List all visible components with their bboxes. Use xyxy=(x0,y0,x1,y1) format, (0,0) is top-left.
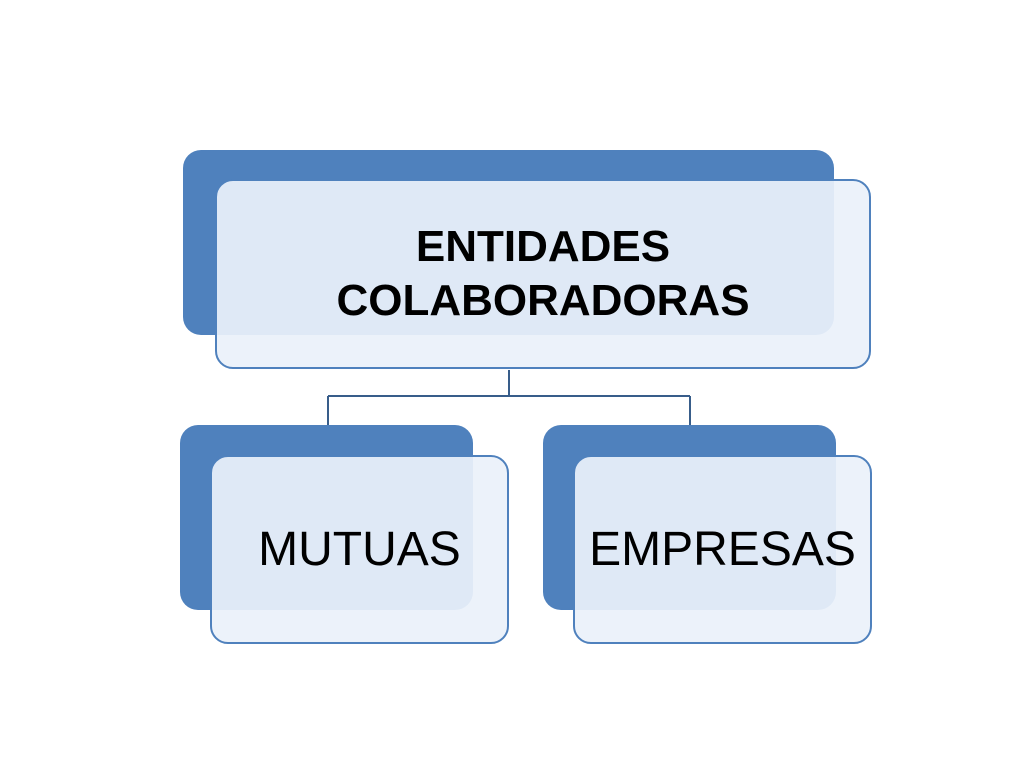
child-node-mutuas-box: MUTUAS xyxy=(210,455,509,644)
root-node-box: ENTIDADES COLABORADORAS xyxy=(215,179,871,369)
child-node-empresas-label: EMPRESAS xyxy=(589,523,856,576)
child-node-mutuas-label: MUTUAS xyxy=(258,523,461,576)
root-label-line2: COLABORADORAS xyxy=(336,276,750,325)
child-node-empresas-box: EMPRESAS xyxy=(573,455,872,644)
child-node-mutuas: MUTUAS xyxy=(180,425,510,645)
root-node: ENTIDADES COLABORADORAS xyxy=(183,150,871,370)
root-node-label: ENTIDADES COLABORADORAS xyxy=(336,220,749,328)
root-label-line1: ENTIDADES xyxy=(415,222,671,271)
child-node-empresas: EMPRESAS xyxy=(543,425,873,645)
